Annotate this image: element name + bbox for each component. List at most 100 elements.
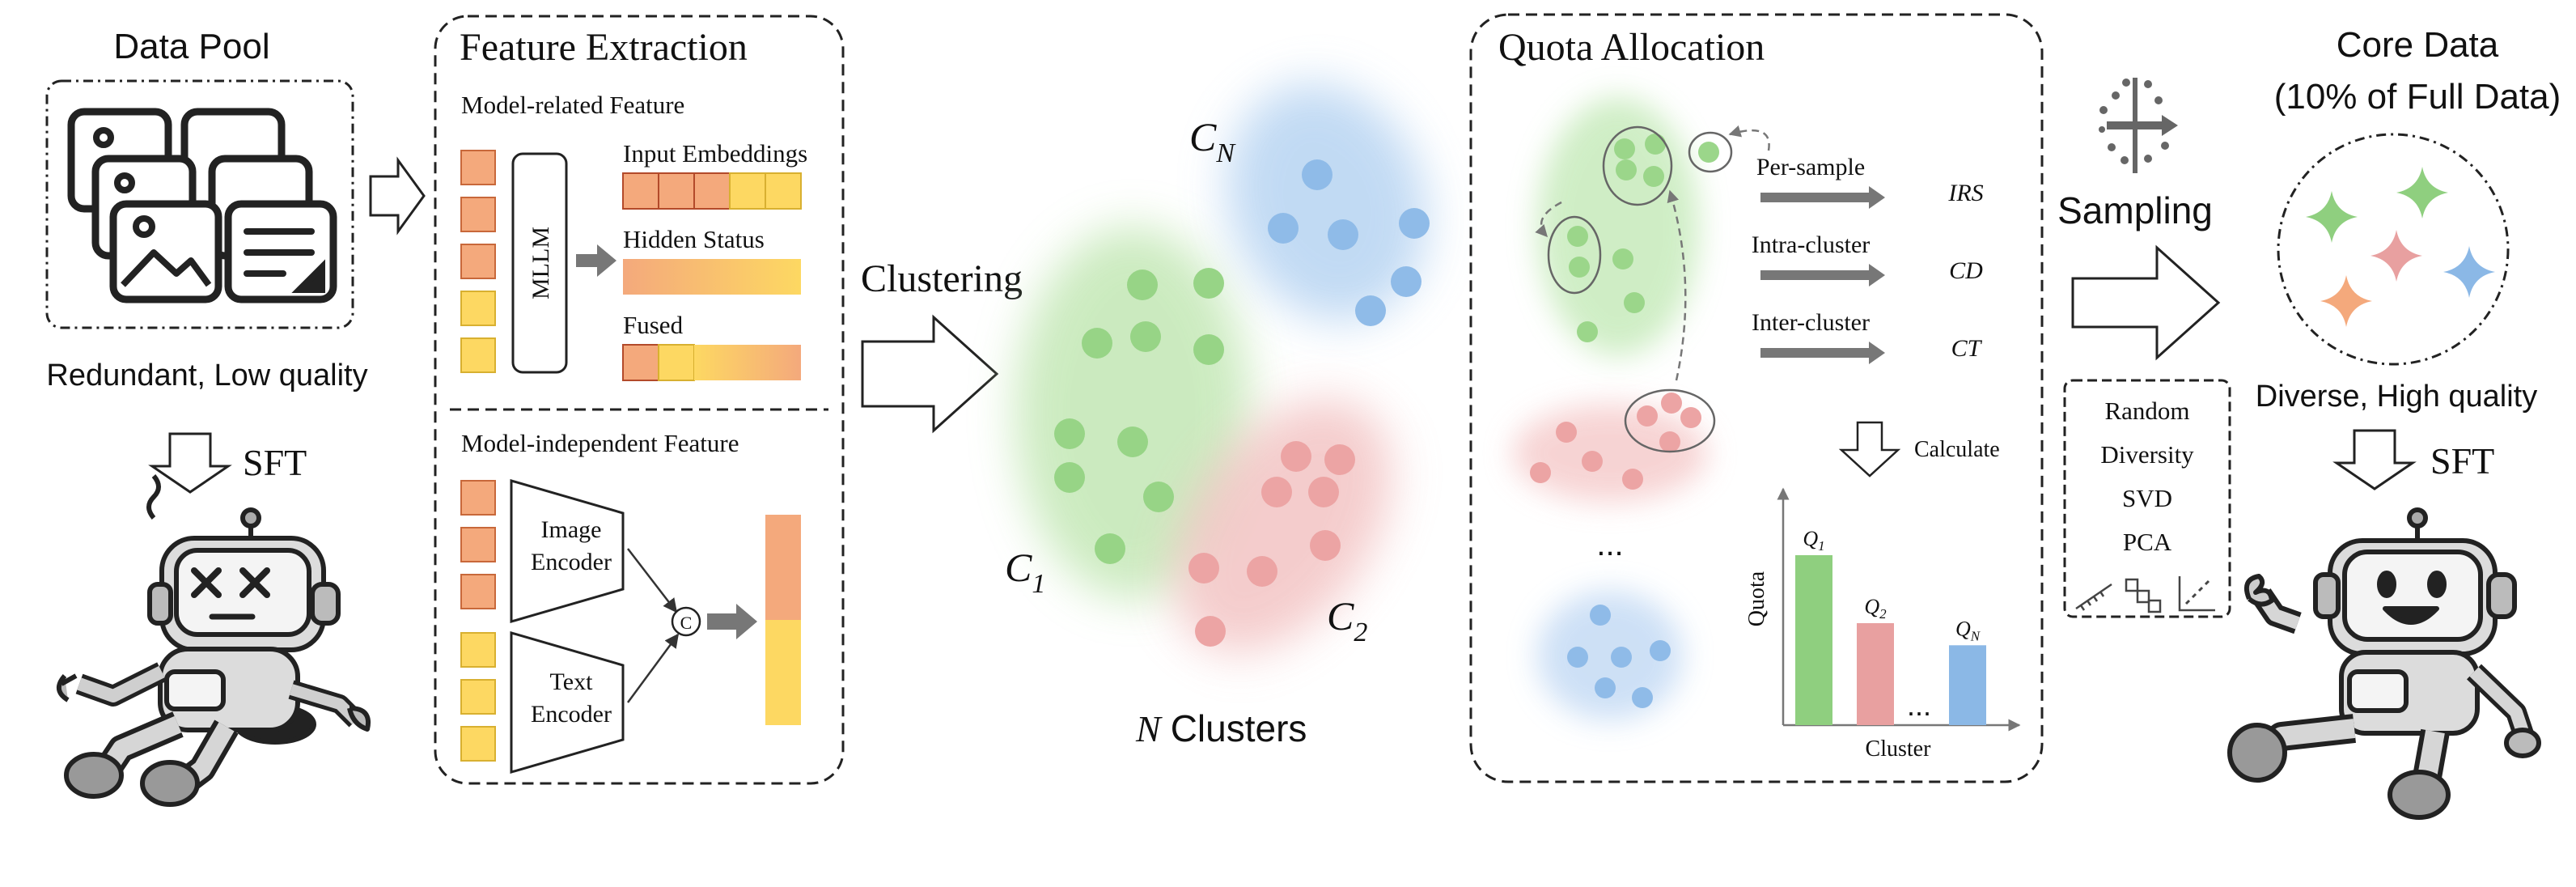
quota-point	[1661, 393, 1682, 414]
inter-cluster-arrow	[1760, 342, 1885, 364]
cluster-1-label: C1	[1005, 545, 1045, 599]
sparkle	[2396, 167, 2448, 219]
cluster-point	[1355, 295, 1386, 326]
cluster-ellipsis: ...	[1596, 527, 1623, 562]
quota-point	[1612, 248, 1633, 269]
quota-point	[1569, 257, 1590, 278]
text-encoder-label-line1: Text	[550, 668, 594, 695]
image-encoder-box	[510, 479, 625, 623]
quota-point	[1595, 677, 1616, 698]
down-arrow-left	[148, 432, 232, 494]
inter-cluster-label: Inter-cluster	[1752, 309, 1870, 336]
data-pool-frame	[45, 79, 354, 329]
cluster-dots	[1054, 159, 1430, 647]
input-embeddings-bar	[622, 172, 802, 210]
cluster-point	[1308, 477, 1339, 507]
sampling-method-pca: PCA	[2123, 528, 2172, 556]
quota-point	[1590, 605, 1611, 626]
cluster-n-region	[1227, 83, 1427, 321]
data-pool-section: Data Pool Redundant, Low quality SFT	[45, 27, 368, 494]
quota-point	[1567, 647, 1588, 668]
sparkle	[2306, 191, 2358, 243]
quota-x-axis-label: Cluster	[1866, 736, 1932, 762]
intra-cluster-metric: CD	[1949, 257, 1983, 284]
concat-output-arrow	[707, 604, 757, 639]
happy-robot-icon	[2227, 507, 2541, 820]
cluster-point	[1127, 269, 1158, 300]
quota-point	[1582, 451, 1603, 472]
qn-label: QN	[1955, 617, 1981, 643]
quota-point	[1567, 226, 1588, 247]
sft-label-left: SFT	[243, 442, 307, 483]
feature-extraction-section: Feature Extraction Model-related Feature…	[434, 15, 845, 785]
image-to-concat-arrow	[627, 548, 678, 613]
quota-point	[1530, 462, 1551, 483]
fused-bar	[622, 344, 801, 381]
core-data-section: Core Data (10% of Full Data) Diverse, Hi…	[2256, 25, 2561, 490]
resampling-arrows	[1535, 125, 1770, 381]
cluster-point	[1117, 427, 1148, 457]
image-token-column	[460, 480, 496, 609]
sparkle	[2320, 275, 2372, 327]
quota-point	[1556, 422, 1577, 443]
text-to-concat-arrow	[626, 633, 680, 703]
quota-point	[1650, 640, 1671, 661]
input-token-column	[460, 150, 496, 373]
image-encoder-label-line1: Image	[541, 516, 602, 543]
text-encoder-box	[510, 631, 625, 774]
cluster-n-label: CN	[1189, 114, 1236, 168]
mllm-box	[511, 152, 568, 374]
sampling-method-svd: SVD	[2122, 484, 2172, 512]
fused-label: Fused	[623, 311, 684, 339]
intra-cluster-label: Intra-cluster	[1752, 231, 1871, 258]
sample-groups	[1547, 125, 1733, 453]
model-related-label: Model-related Feature	[461, 91, 684, 119]
feature-extraction-frame	[434, 15, 845, 785]
quota-allocation-title: Quota Allocation	[1498, 26, 1765, 69]
per-sample-metric: IRS	[1947, 180, 1983, 206]
intra-cluster-arrow	[1760, 264, 1885, 286]
quota-point	[1622, 469, 1643, 490]
cluster-point	[1082, 328, 1112, 359]
quota-green-cluster	[1537, 97, 1699, 356]
sft-label-right: SFT	[2430, 440, 2494, 482]
quota-y-axis-label: Quota	[1744, 571, 1769, 626]
q2-label: Q2	[1864, 595, 1887, 622]
cluster-point	[1193, 268, 1224, 299]
quota-red-cluster	[1513, 405, 1707, 502]
cluster-point	[1261, 477, 1292, 507]
concat-feature-bottom	[765, 620, 801, 725]
mllm-label: MLLM	[527, 227, 554, 299]
per-sample-label: Per-sample	[1756, 154, 1865, 180]
inter-cluster-metric: CT	[1951, 335, 1983, 362]
quota-bars	[1795, 555, 1986, 725]
data-pool-caption: Redundant, Low quality	[46, 359, 367, 393]
quota-allocation-frame	[1469, 13, 2044, 783]
cluster-point	[1143, 482, 1174, 512]
quota-point	[1680, 407, 1701, 428]
quota-point	[1616, 159, 1637, 180]
core-data-title-line1: Core Data	[2337, 25, 2499, 65]
quota-point	[1632, 687, 1653, 708]
cluster-point	[1268, 213, 1299, 244]
feature-extraction-title: Feature Extraction	[460, 26, 748, 69]
quota-point	[1645, 134, 1666, 155]
core-data-sparkles	[2306, 167, 2495, 327]
concat-feature-top	[765, 515, 801, 620]
sampling-label: Sampling	[2057, 189, 2213, 231]
sampling-section: Sampling Random Diversity SVD PCA	[2057, 78, 2231, 618]
cluster-point	[1054, 462, 1085, 493]
cluster-point	[1130, 321, 1161, 352]
quota-point	[1624, 292, 1645, 313]
down-arrow-right	[2332, 429, 2417, 490]
mllm-output-arrow	[576, 244, 616, 277]
cluster-point	[1281, 441, 1311, 472]
text-encoder-label-line2: Encoder	[531, 701, 612, 728]
cluster-point	[1193, 334, 1224, 365]
quota-bar	[1795, 555, 1832, 725]
cluster-point	[1195, 616, 1226, 647]
bar-ellipsis: ...	[1907, 689, 1931, 722]
